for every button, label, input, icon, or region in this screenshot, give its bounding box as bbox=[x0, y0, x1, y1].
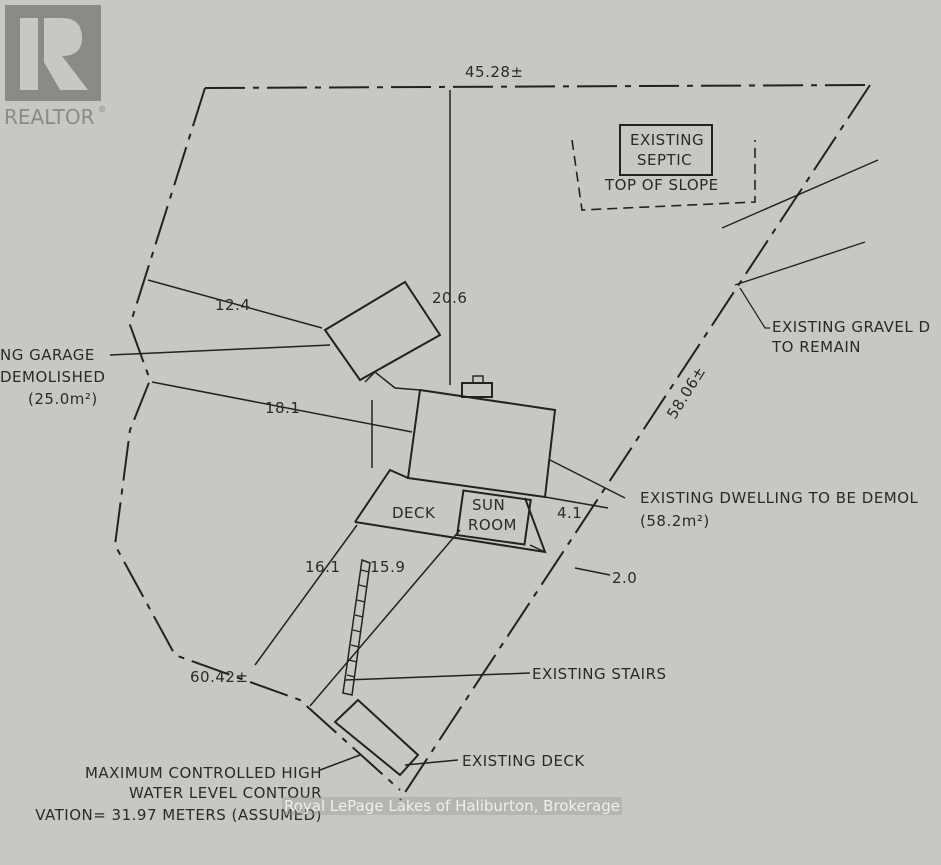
dim-garage: 12.4 bbox=[215, 296, 250, 314]
stairs bbox=[342, 558, 371, 696]
dwelling-outline bbox=[406, 388, 557, 499]
garage-label: NG GARAGE bbox=[0, 346, 95, 364]
garage-outline bbox=[323, 280, 442, 382]
sunroom-label: SUN bbox=[472, 496, 505, 514]
deck-outline bbox=[354, 468, 547, 554]
dim-top: 45.28± bbox=[465, 63, 524, 81]
gravel-label-2: TO REMAIN bbox=[771, 338, 861, 356]
existing-deck-label: EXISTING DECK bbox=[462, 752, 585, 770]
septic-box bbox=[619, 124, 713, 176]
dim-east: 4.1 bbox=[557, 504, 582, 522]
slope-label: TOP OF SLOPE bbox=[604, 176, 719, 194]
boundary-top bbox=[204, 84, 871, 89]
sunroom-box bbox=[456, 489, 532, 546]
water-label: MAXIMUM CONTROLLED HIGH bbox=[85, 764, 322, 782]
dim-east-deck: 2.0 bbox=[612, 569, 637, 587]
garage-area: (25.0m²) bbox=[28, 390, 98, 408]
garage-label-2: DEMOLISHED bbox=[0, 368, 105, 386]
slope-outline bbox=[571, 139, 756, 211]
dwelling-area: (58.2m²) bbox=[640, 512, 710, 530]
dim-water-2: 15.9 bbox=[370, 558, 405, 576]
sunroom-label-2: ROOM bbox=[468, 516, 517, 534]
septic-label-2: SEPTIC bbox=[637, 151, 692, 169]
svg-text:®: ® bbox=[98, 105, 106, 114]
dim-bottom: 60.42± bbox=[190, 668, 249, 686]
watermark: Royal LePage Lakes of Haliburton, Broker… bbox=[282, 797, 622, 815]
realtor-logo: REALTOR ® bbox=[0, 0, 110, 130]
dim-west: 18.1 bbox=[265, 399, 300, 417]
deck-label: DECK bbox=[392, 504, 436, 522]
dim-right: 58.06± bbox=[663, 363, 709, 422]
boundary-right bbox=[399, 84, 871, 801]
existing-deck-outline bbox=[333, 698, 420, 777]
gravel-line bbox=[721, 159, 879, 286]
gravel-label: EXISTING GRAVEL D bbox=[772, 318, 931, 336]
water-label-3: VATION= 31.97 METERS (ASSUMED) bbox=[35, 806, 322, 824]
dim-water-1: 16.1 bbox=[305, 558, 340, 576]
svg-text:REALTOR: REALTOR bbox=[4, 105, 95, 129]
dwelling-label: EXISTING DWELLING TO BE DEMOL bbox=[640, 489, 919, 507]
septic-label: EXISTING bbox=[630, 131, 704, 149]
dim-north: 20.6 bbox=[432, 289, 467, 307]
stairs-label: EXISTING STAIRS bbox=[532, 665, 667, 683]
water-label-2: WATER LEVEL CONTOUR bbox=[129, 784, 322, 802]
boundary-left bbox=[113, 87, 401, 791]
